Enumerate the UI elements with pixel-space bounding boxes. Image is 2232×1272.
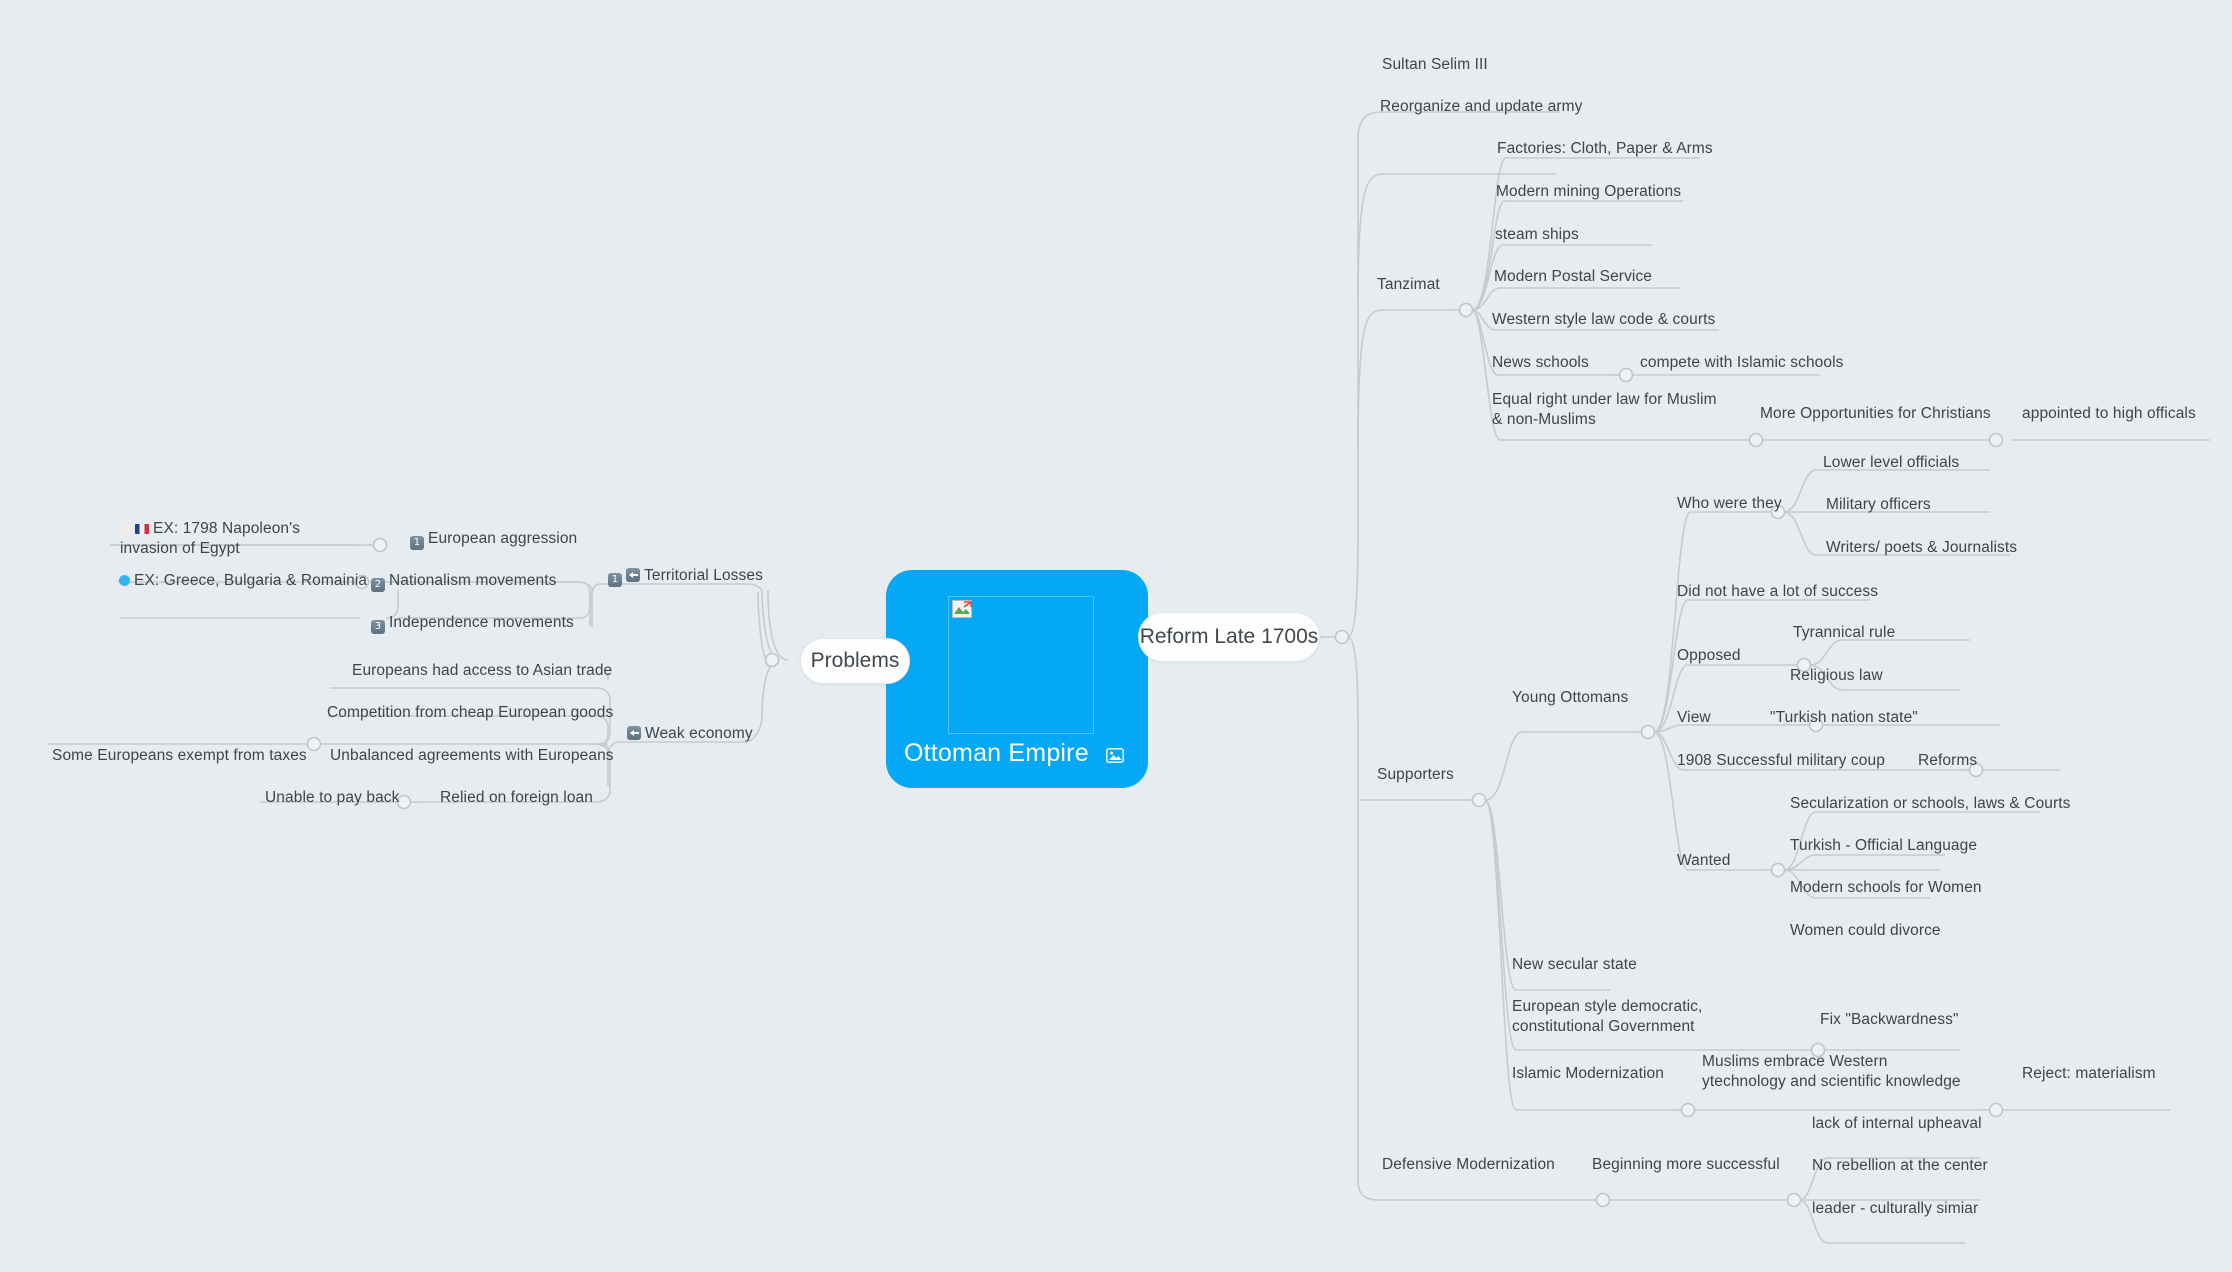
node-european-style-government[interactable]: European style democratic, constitutiona… <box>1512 998 1703 1035</box>
node-problems-label: Problems <box>810 649 900 672</box>
node-reform-late-1700s[interactable]: Reform Late 1700s <box>1138 612 1320 662</box>
node-reform-label: Reform Late 1700s <box>1139 625 1319 648</box>
node-lower-level-officials[interactable]: Lower level officials <box>1823 454 1960 471</box>
node-territorial-losses-label: Territorial Losses <box>644 567 763 584</box>
node-military-officers[interactable]: Military officers <box>1826 496 1931 513</box>
node-european-aggression-label: European aggression <box>428 530 578 547</box>
node-turkish-official-language[interactable]: Turkish - Official Language <box>1790 837 1978 854</box>
node-no-rebellion-center[interactable]: No rebellion at the center <box>1812 1157 1988 1174</box>
node-new-secular-state[interactable]: New secular state <box>1512 956 1637 973</box>
node-nationalism-movements[interactable]: 2 Nationalism movements <box>371 571 557 592</box>
blue-circle-icon <box>119 575 130 586</box>
node-nationalism-movements-label: Nationalism movements <box>389 572 557 589</box>
node-religious-law[interactable]: Religious law <box>1790 667 1883 684</box>
broken-image-icon <box>952 600 972 618</box>
node-western-law-code[interactable]: Western style law code & courts <box>1492 311 1716 328</box>
image-icon[interactable] <box>1106 748 1124 763</box>
node-women-could-divorce[interactable]: Women could divorce <box>1790 922 1941 939</box>
node-news-schools[interactable]: News schools <box>1492 354 1589 371</box>
node-leader-culturally-simiar[interactable]: leader - culturally simiar <box>1812 1200 1979 1217</box>
node-lack-internal-upheaval[interactable]: lack of internal upheaval <box>1812 1115 1982 1132</box>
node-steam-ships[interactable]: steam ships <box>1495 226 1579 243</box>
node-foreign-loan[interactable]: Relied on foreign loan <box>440 789 593 806</box>
node-supporters[interactable]: Supporters <box>1377 766 1454 783</box>
node-appointed-high-officals[interactable]: appointed to high officals <box>2022 405 2196 422</box>
node-tanzimat[interactable]: Tanzimat <box>1377 276 1440 293</box>
node-sultan-selim-iii[interactable]: Sultan Selim III <box>1382 56 1488 73</box>
node-independence-movements[interactable]: 3 Independence movements <box>371 613 574 634</box>
node-modern-schools-women[interactable]: Modern schools for Women <box>1790 879 1982 896</box>
node-muslims-embrace-western[interactable]: Muslims embrace Western ytechnology and … <box>1702 1053 1961 1090</box>
node-modern-mining[interactable]: Modern mining Operations <box>1496 183 1682 200</box>
node-defensive-modernization[interactable]: Defensive Modernization <box>1382 1156 1555 1173</box>
node-weak-economy[interactable]: Weak economy <box>627 724 753 744</box>
node-who-were-they[interactable]: Who were they <box>1677 495 1782 512</box>
node-reorganize-army[interactable]: Reorganize and update army <box>1380 98 1583 115</box>
root-image-frame <box>948 596 1094 734</box>
node-territorial-losses[interactable]: 1 Territorial Losses <box>608 566 763 587</box>
node-independence-movements-label: Independence movements <box>389 614 574 631</box>
node-opposed[interactable]: Opposed <box>1677 647 1741 664</box>
root-node[interactable]: Ottoman Empire <box>886 570 1148 788</box>
node-turkish-nation-state[interactable]: "Turkish nation state" <box>1770 709 1918 726</box>
node-modern-postal-service[interactable]: Modern Postal Service <box>1494 268 1653 285</box>
node-view[interactable]: View <box>1677 709 1711 726</box>
keycap-3-icon: 3 <box>371 620 385 634</box>
left-arrow-icon <box>626 568 640 582</box>
node-unbalanced-agreements[interactable]: Unbalanced agreements with Europeans <box>330 747 614 764</box>
node-factories[interactable]: Factories: Cloth, Paper & Arms <box>1497 140 1713 157</box>
node-islamic-modernization[interactable]: Islamic Modernization <box>1512 1065 1664 1082</box>
node-problems[interactable]: Problems <box>800 638 910 684</box>
node-equal-rights[interactable]: Equal right under law for Muslim & non-M… <box>1492 391 1717 428</box>
keycap-1-icon: 1 <box>608 573 622 587</box>
node-exempt-from-taxes[interactable]: Some Europeans exempt from taxes <box>52 747 307 764</box>
node-compete-islamic-schools[interactable]: compete with Islamic schools <box>1640 354 1844 371</box>
root-title: Ottoman Empire <box>904 739 1089 767</box>
left-arrow-icon <box>627 726 641 740</box>
node-ex-greece-label: EX: Greece, Bulgaria & Romainia <box>134 572 368 589</box>
node-ex-greece-bulgaria[interactable]: EX: Greece, Bulgaria & Romainia <box>119 571 367 591</box>
pale-circle-icon <box>120 523 131 534</box>
node-young-ottomans[interactable]: Young Ottomans <box>1512 689 1629 706</box>
node-beginning-more-successful[interactable]: Beginning more successful <box>1592 1156 1780 1173</box>
node-reject-materialism[interactable]: Reject: materialism <box>2022 1065 2156 1082</box>
keycap-1-icon: 1 <box>410 536 424 550</box>
node-no-success[interactable]: Did not have a lot of success <box>1677 583 1879 600</box>
node-unable-to-pay-back[interactable]: Unable to pay back <box>265 789 400 806</box>
node-fix-backwardness[interactable]: Fix "Backwardness" <box>1820 1011 1959 1028</box>
node-ex-napoleon[interactable]: EX: 1798 Napoleon's invasion of Egypt <box>120 519 352 559</box>
flag-france-icon <box>135 524 149 534</box>
node-wanted[interactable]: Wanted <box>1677 852 1731 869</box>
node-ex-napoleon-label: EX: 1798 Napoleon's invasion of Egypt <box>120 520 301 557</box>
node-cheap-european-goods[interactable]: Competition from cheap European goods <box>327 704 614 721</box>
node-tyrannical-rule[interactable]: Tyrannical rule <box>1793 624 1896 641</box>
node-reforms[interactable]: Reforms <box>1918 752 1978 769</box>
node-asian-trade[interactable]: Europeans had access to Asian trade <box>352 662 613 679</box>
node-weak-economy-label: Weak economy <box>645 725 753 742</box>
node-writers-poets-journalists[interactable]: Writers/ poets & Journalists <box>1826 539 2018 556</box>
node-secularization[interactable]: Secularization or schools, laws & Courts <box>1790 795 2071 812</box>
keycap-2-icon: 2 <box>371 578 385 592</box>
node-european-aggression[interactable]: 1 European aggression <box>410 529 577 550</box>
node-1908-coup[interactable]: 1908 Successful military coup <box>1677 752 1885 769</box>
node-more-opportunities-christians[interactable]: More Opportunities for Christians <box>1760 405 1991 422</box>
